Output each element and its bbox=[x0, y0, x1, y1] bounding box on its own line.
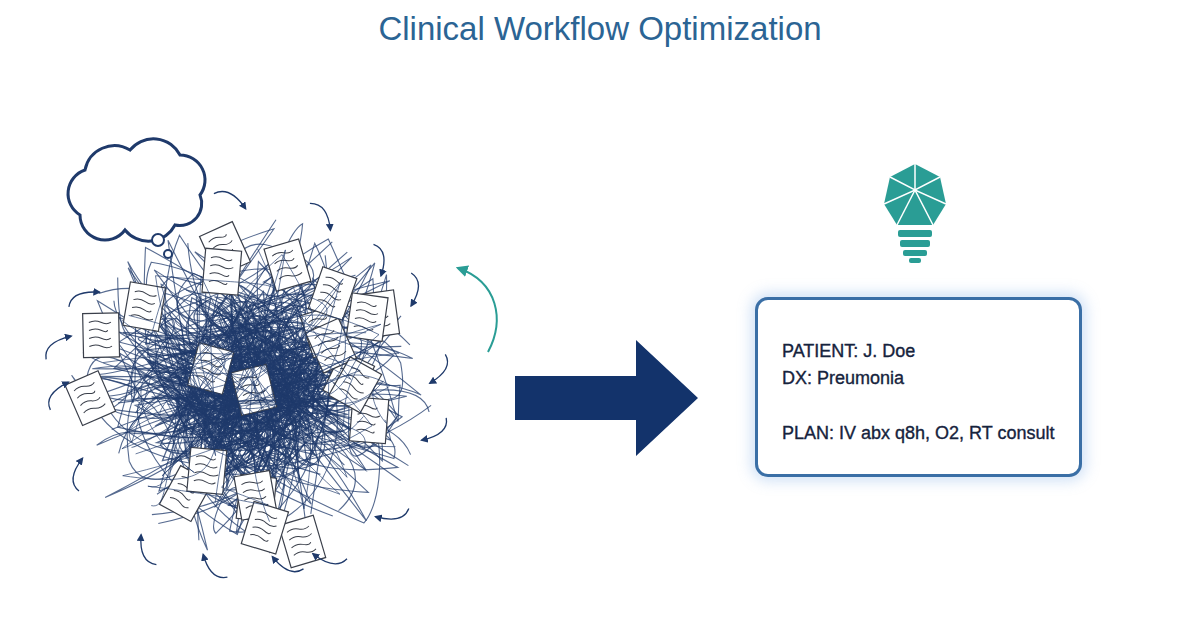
paper-sheet bbox=[308, 267, 357, 320]
chaos-arrow bbox=[73, 458, 82, 491]
thought-bubble bbox=[164, 250, 172, 258]
chaos-arrow bbox=[49, 382, 69, 410]
thought-bubble bbox=[152, 234, 164, 246]
chaos-arrow bbox=[203, 555, 227, 578]
scribble-line bbox=[129, 287, 366, 494]
chaos-arrow bbox=[376, 509, 409, 520]
summary-card: PATIENT: J. DoeDX: PreumoniaPLAN: IV abx… bbox=[755, 297, 1082, 477]
scribble-line bbox=[103, 324, 381, 507]
chaos-arrow bbox=[422, 418, 447, 440]
plan-line: PLAN: IV abx q8h, O2, RT consult bbox=[782, 420, 1055, 447]
scribble-line bbox=[127, 338, 273, 522]
lightbulb-icon bbox=[884, 164, 946, 263]
patient-line: PATIENT: J. Doe bbox=[782, 338, 1055, 365]
chaos-arrow bbox=[141, 535, 157, 565]
diagnosis-line: DX: Preumonia bbox=[782, 365, 1055, 392]
chaos-arrow bbox=[46, 336, 71, 359]
chaos-arrow bbox=[313, 554, 347, 564]
paper-sheet bbox=[264, 239, 311, 291]
paper-sheet bbox=[65, 371, 116, 426]
transform-arrow bbox=[515, 340, 698, 456]
chaos-arrow bbox=[374, 244, 384, 275]
chaos-arrow bbox=[310, 203, 331, 230]
paper-sheet bbox=[187, 447, 227, 494]
chaos-arrow bbox=[69, 292, 100, 307]
chaos-arrow bbox=[430, 354, 448, 383]
tangled-scribble bbox=[46, 192, 448, 578]
scribble-line bbox=[226, 323, 368, 509]
scribble-line bbox=[75, 262, 386, 533]
thought-cloud bbox=[68, 139, 205, 241]
paper-sheet bbox=[83, 313, 120, 358]
paper-sheet bbox=[346, 293, 388, 342]
paper-sheet bbox=[202, 248, 242, 295]
scribble-line bbox=[199, 276, 395, 477]
scribble-line bbox=[136, 249, 329, 473]
teal-curved-arrow bbox=[458, 268, 497, 352]
paper-sheet bbox=[329, 357, 382, 413]
chaos-arrow bbox=[272, 557, 303, 572]
scribble-line bbox=[136, 288, 366, 490]
chaos-arrow bbox=[214, 192, 246, 209]
diagram-title: Clinical Workflow Optimization bbox=[0, 10, 1200, 48]
scribble-line bbox=[122, 250, 337, 449]
chaos-arrow bbox=[411, 273, 418, 306]
